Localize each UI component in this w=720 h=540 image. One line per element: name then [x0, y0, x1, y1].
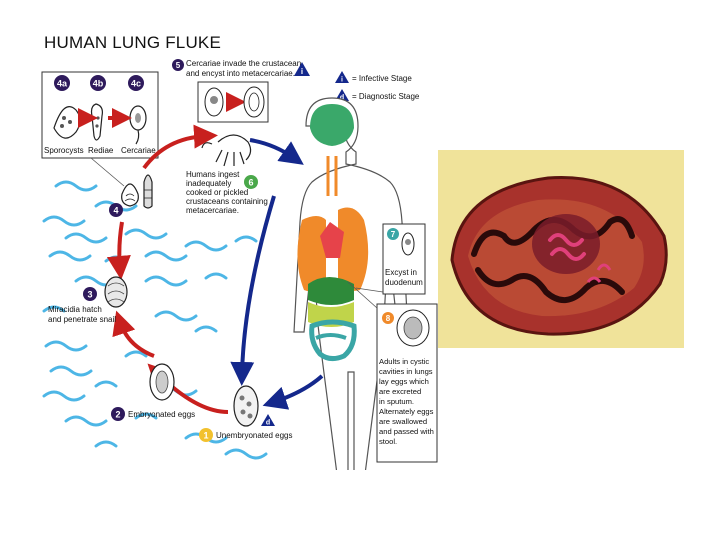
- stage-8-text-4: are excreted: [379, 387, 421, 396]
- svg-text:7: 7: [391, 230, 396, 239]
- arrow-sputum-to-egg: [230, 195, 276, 386]
- stage-4c-badge: 4c: [128, 75, 144, 91]
- leader-line-4: [90, 157, 125, 187]
- stage-6-text-5: metacercariae.: [186, 206, 239, 215]
- leader-line-8: [347, 281, 378, 309]
- stage-6-text-2: inadequately: [186, 179, 231, 188]
- embryonated-egg-drawing: [149, 363, 175, 401]
- stage-8-text-6: Alternately eggs: [379, 407, 434, 416]
- svg-text:4c: 4c: [131, 79, 141, 89]
- arrow-stool-to-egg: [262, 374, 324, 410]
- stage-6-text-1: Humans ingest: [186, 170, 240, 179]
- stage-2-badge: 2: [111, 407, 125, 421]
- stage-8-text-1: Adults in cystic: [379, 357, 429, 366]
- svg-text:d: d: [340, 95, 344, 102]
- stage-6-text-3: cooked or pickled: [186, 188, 248, 197]
- stage-5-badge: 5: [172, 59, 184, 71]
- fluke-pink-structures: [548, 233, 586, 261]
- stage-8-badge: 8: [382, 312, 394, 324]
- svg-text:= Infective Stage: = Infective Stage: [352, 74, 412, 83]
- stage-6-text-4: crustaceans containing: [186, 197, 268, 206]
- infective-stage-icon-5: i: [294, 62, 310, 76]
- human-figure: [293, 97, 409, 470]
- stage-4-badge: 4: [109, 203, 123, 217]
- stage-8-text-2: cavities in lungs: [379, 367, 433, 376]
- arrow-5-to-human: [249, 138, 304, 165]
- stage-1-badge: 1: [199, 428, 213, 442]
- svg-text:i: i: [341, 77, 343, 84]
- stage-5-text-line2: and encyst into metacercariae.: [186, 69, 295, 78]
- crustacean-drawing: [201, 134, 252, 167]
- snail-drawing: [121, 174, 153, 209]
- arrow-4-to-5: [142, 124, 218, 170]
- lung-fluke-specimen-photo: [438, 150, 684, 348]
- stage-8-box: [376, 303, 438, 463]
- svg-text:8: 8: [386, 314, 391, 323]
- arrow-2-to-3: [112, 310, 155, 358]
- svg-text:4: 4: [113, 206, 118, 216]
- svg-text:i: i: [301, 67, 303, 76]
- stage-3-text-line1: Miracidia hatch: [48, 305, 102, 314]
- stage-1-label: Unembryonated eggs: [216, 431, 293, 440]
- stage-4a-badge: 4a: [54, 75, 70, 91]
- svg-text:4b: 4b: [93, 79, 104, 89]
- legend-diagnostic: d = Diagnostic Stage: [335, 89, 420, 102]
- slide-title: HUMAN LUNG FLUKE: [44, 33, 222, 52]
- lung-fluke-life-cycle-diagram: 4a 4b 4c Sporocysts Rediae Cercariae 5 C…: [41, 59, 438, 470]
- stage-8-text-7: are swallowed: [379, 417, 427, 426]
- stage-2-label: Embryonated eggs: [128, 410, 195, 419]
- svg-text:d: d: [266, 420, 270, 427]
- stage-5-text-line1: Cercariae invade the crustacean: [186, 59, 301, 68]
- stage-7-badge: 7: [387, 228, 399, 240]
- legend-infective: i = Infective Stage: [335, 71, 412, 84]
- svg-text:1: 1: [203, 431, 208, 441]
- stage-3-text-line2: and penetrate snail: [48, 315, 116, 324]
- label-rediae: Rediae: [88, 146, 114, 155]
- unembryonated-egg-drawing: [233, 385, 259, 427]
- crustacean-metacercariae-box: [197, 81, 269, 123]
- label-cercariae: Cercariae: [121, 146, 156, 155]
- label-sporocysts: Sporocysts: [44, 146, 84, 155]
- svg-text:4a: 4a: [57, 79, 68, 89]
- stage-4b-badge: 4b: [90, 75, 106, 91]
- arrow-3-to-4: [106, 221, 131, 280]
- stage-3-badge: 3: [83, 287, 97, 301]
- stage-8-text-3: lay eggs which: [379, 377, 429, 386]
- stage-8-text-5: in sputum.: [379, 397, 414, 406]
- diagnostic-stage-icon-1: d: [261, 414, 275, 427]
- stage-8-text-8: and passed with: [379, 427, 434, 436]
- stage-7-text-line1: Excyst in: [385, 268, 417, 277]
- svg-text:= Diagnostic Stage: = Diagnostic Stage: [352, 92, 420, 101]
- svg-text:6: 6: [248, 178, 253, 188]
- fluke-pink-structures-2: [586, 263, 612, 283]
- stage-8-text-9: stool.: [379, 437, 397, 446]
- svg-text:2: 2: [115, 410, 120, 420]
- stage-7-text-line2: duodenum: [385, 278, 423, 287]
- stage-6-badge: 6: [244, 175, 258, 189]
- leader-line-7: [355, 287, 384, 293]
- miracidium-egg-drawing: [104, 276, 128, 308]
- svg-text:3: 3: [87, 290, 92, 300]
- fluke-central-organ: [532, 214, 600, 274]
- svg-text:5: 5: [176, 61, 181, 70]
